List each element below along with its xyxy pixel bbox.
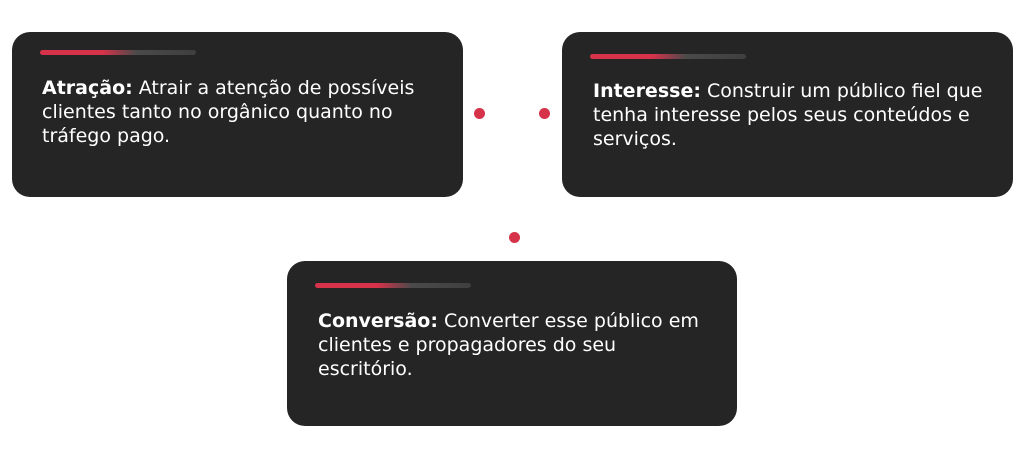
card-title: Interesse: xyxy=(593,80,701,102)
card-conversao: Conversão: Converter esse público em cli… xyxy=(287,261,737,426)
card-accent-bar xyxy=(40,50,196,55)
card-title: Conversão: xyxy=(318,310,438,332)
card-description: Construir um público fiel que tenha inte… xyxy=(593,80,983,150)
card-description: Atrair a atenção de possíveis clientes t… xyxy=(42,77,415,147)
connector-dot-center xyxy=(509,232,520,243)
card-accent-bar xyxy=(590,54,746,59)
connector-dot-right xyxy=(539,108,550,119)
card-interesse: Interesse: Construir um público fiel que… xyxy=(562,32,1013,197)
card-atracao: Atração: Atrair a atenção de possíveis c… xyxy=(12,32,463,197)
card-text: Conversão: Converter esse público em cli… xyxy=(318,309,708,381)
card-text: Atração: Atrair a atenção de possíveis c… xyxy=(42,76,447,148)
connector-dot-left xyxy=(474,108,485,119)
card-title: Atração: xyxy=(42,77,133,99)
card-accent-bar xyxy=(315,283,471,288)
card-description: Converter esse público em clientes e pro… xyxy=(318,310,699,380)
card-text: Interesse: Construir um público fiel que… xyxy=(593,79,983,151)
